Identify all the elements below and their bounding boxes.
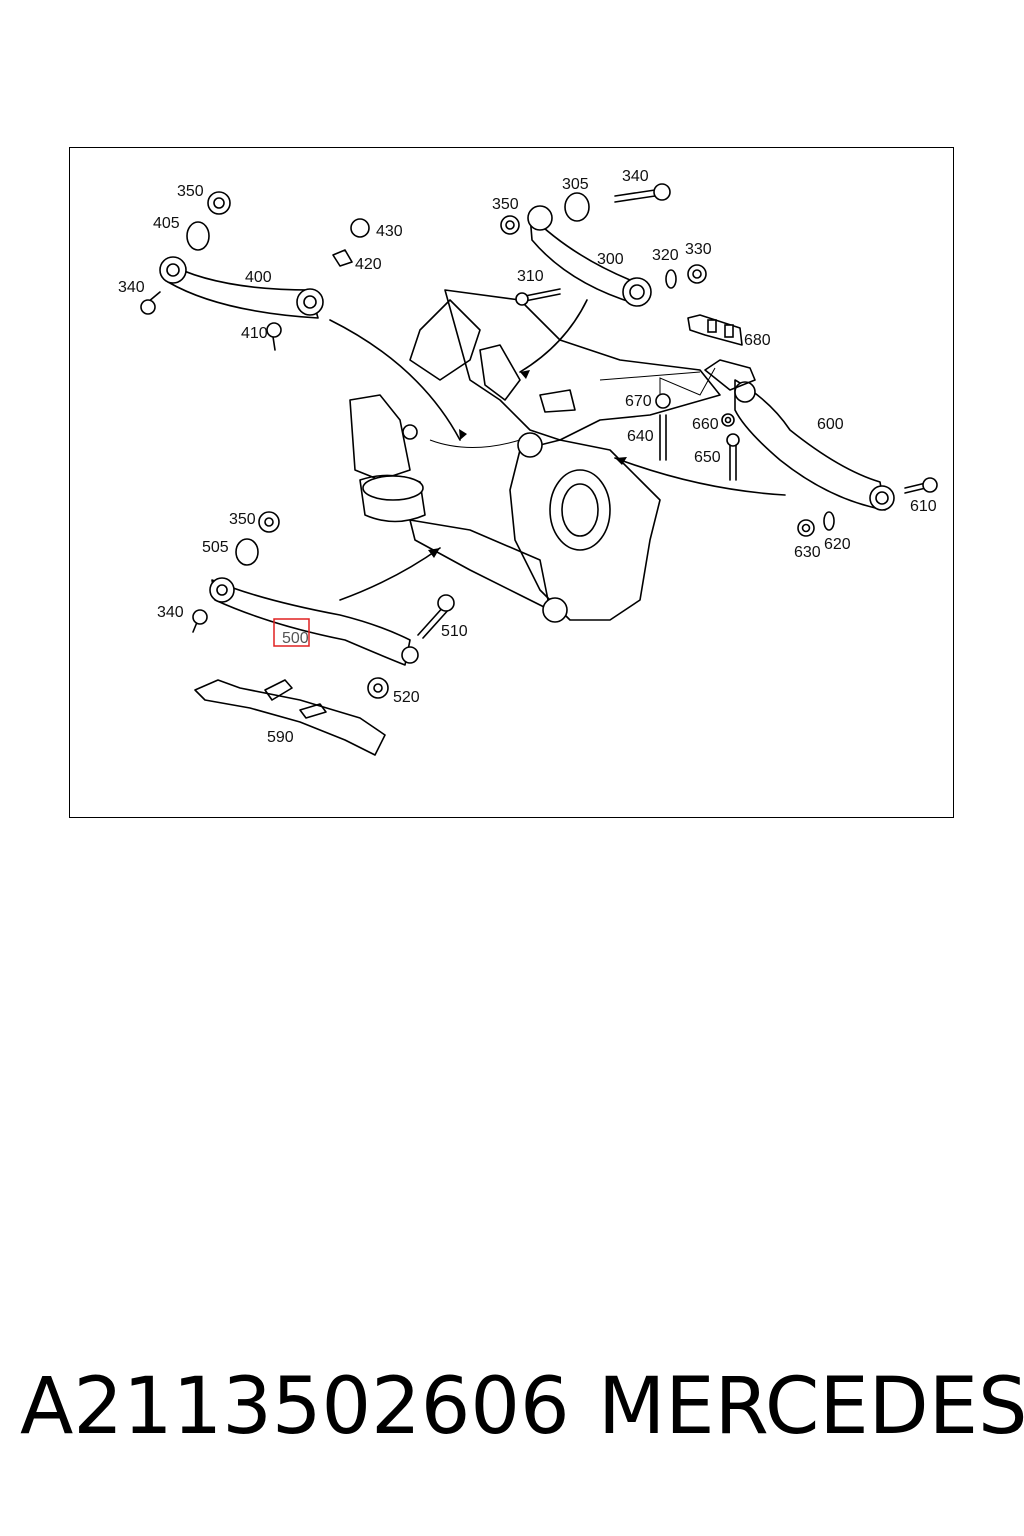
label-350: 350: [229, 511, 256, 528]
label-430: 430: [376, 223, 403, 240]
leader-arrows: [329, 299, 786, 601]
label-680: 680: [744, 332, 771, 349]
callout-labels: 350 405 430 420 340 400 410 305 340 350 …: [118, 168, 937, 746]
label-510: 510: [441, 623, 468, 640]
label-660: 660: [692, 416, 719, 433]
rear-axle-assembly: [349, 289, 721, 623]
label-405: 405: [153, 215, 180, 232]
hardware: [140, 183, 938, 699]
label-505: 505: [202, 539, 229, 556]
label-410: 410: [241, 325, 268, 342]
control-arm-500: [209, 577, 419, 666]
label-650: 650: [694, 449, 721, 466]
label-630: 630: [794, 544, 821, 561]
label-340: 340: [157, 604, 184, 621]
label-320: 320: [652, 247, 679, 264]
label-305: 305: [562, 176, 589, 193]
label-520: 520: [393, 689, 420, 706]
label-420: 420: [355, 256, 382, 273]
label-610: 610: [910, 498, 937, 515]
control-arm-400: [159, 256, 324, 319]
diagram-frame: [69, 147, 954, 818]
label-400: 400: [245, 269, 272, 286]
label-600: 600: [817, 416, 844, 433]
label-340: 340: [622, 168, 649, 185]
label-340: 340: [118, 279, 145, 296]
label-330: 330: [685, 241, 712, 258]
label-500: 500: [282, 630, 309, 647]
label-640: 640: [627, 428, 654, 445]
label-670: 670: [625, 393, 652, 410]
brand-name: MERCEDES: [598, 1362, 1024, 1452]
label-300: 300: [597, 251, 624, 268]
label-620: 620: [824, 536, 851, 553]
label-310: 310: [517, 268, 544, 285]
part-number: A2113502606: [20, 1362, 570, 1452]
guard-plate-590: [194, 679, 386, 756]
label-350: 350: [492, 196, 519, 213]
bracket-680: [687, 314, 743, 346]
label-350: 350: [177, 183, 204, 200]
control-arm-600: [704, 359, 895, 511]
control-arm-300: [527, 205, 652, 307]
label-590: 590: [267, 729, 294, 746]
highlight-box: [273, 618, 310, 647]
